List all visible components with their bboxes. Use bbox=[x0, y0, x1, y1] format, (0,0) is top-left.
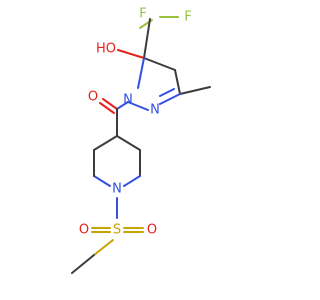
atom-n-piperidine: N bbox=[112, 182, 122, 197]
atom-o-sulfonyl-left: O bbox=[79, 223, 89, 238]
bond-n1-carbonyl bbox=[116, 101, 129, 110]
atom-n-pyrazole-2: N bbox=[150, 103, 160, 118]
atom-hydroxyl: HO bbox=[96, 42, 116, 57]
bond-s-ethyl bbox=[93, 239, 114, 256]
bond-c5-c4 bbox=[143, 57, 176, 71]
bond-carbonyl-o-double-b bbox=[99, 102, 115, 114]
bond-pip-c2-n bbox=[123, 175, 141, 187]
molecule-structure: F F HO N N O N S O O bbox=[71, 7, 211, 274]
bond-carbonyl-o-double-a bbox=[102, 98, 118, 110]
bond-c3-methyl bbox=[179, 86, 211, 95]
bond-n2-n1 bbox=[127, 101, 149, 111]
bond-chf2-c5 bbox=[143, 18, 151, 59]
atom-f2: F bbox=[184, 10, 191, 25]
atom-s-sulfonyl: S bbox=[113, 223, 121, 238]
bond-c3-n2-double-a bbox=[159, 93, 181, 105]
atom-labels: F F HO N N O N S O O bbox=[79, 7, 192, 238]
atom-o-sulfonyl-right: O bbox=[147, 223, 157, 238]
bond-pip-c4-c3 bbox=[116, 135, 141, 151]
bond-c4-c3 bbox=[174, 69, 181, 95]
atom-f1: F bbox=[139, 7, 146, 22]
bond-c5-oh bbox=[117, 49, 145, 59]
bonds bbox=[71, 16, 211, 274]
atom-o-carbonyl: O bbox=[88, 90, 98, 105]
bond-ethyl-ch3 bbox=[71, 254, 95, 274]
bond-pip-c5-c4 bbox=[93, 135, 118, 151]
bond-c3-n2-double-b bbox=[159, 88, 175, 97]
atom-n-pyrazole-1: N bbox=[123, 93, 133, 108]
bond-pip-n-c6 bbox=[93, 175, 111, 187]
bond-n1-c5 bbox=[137, 57, 145, 89]
